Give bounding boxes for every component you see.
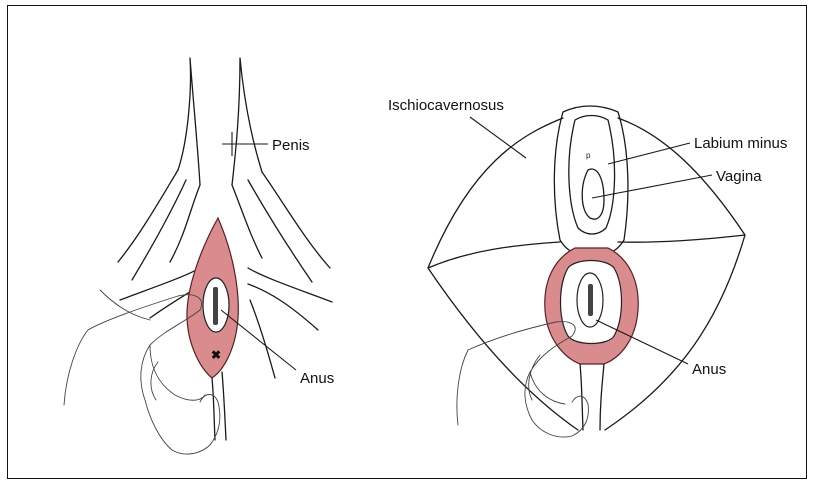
penis-shaft-outline (178, 58, 262, 185)
male-perineum-figure: ✖ Penis Anus (64, 58, 334, 454)
right-thigh-curves (232, 172, 332, 378)
small-mark: p (586, 151, 591, 160)
vaginal-opening (582, 169, 604, 219)
labium-minus-outline (569, 116, 615, 235)
vagina-leader-line (592, 175, 712, 198)
ischiocavernosus-label: Ischiocavernosus (388, 97, 504, 114)
labium-minus-label: Labium minus (694, 135, 787, 152)
labium-minus-leader-line (608, 143, 690, 164)
left-anus-label: Anus (300, 370, 334, 387)
right-anal-canal-mark (588, 284, 593, 316)
ischiocavernosus-leader-line (470, 117, 526, 158)
female-perineum-figure: p Ischiocavernosus Labium minus Vagina A… (388, 97, 787, 437)
labium-majus-outline (554, 106, 628, 254)
left-anal-canal-mark (213, 287, 218, 325)
position-marker-x: ✖ (211, 348, 221, 362)
right-anus-label: Anus (692, 361, 726, 378)
penis-label: Penis (272, 137, 310, 154)
vagina-label: Vagina (716, 168, 762, 185)
